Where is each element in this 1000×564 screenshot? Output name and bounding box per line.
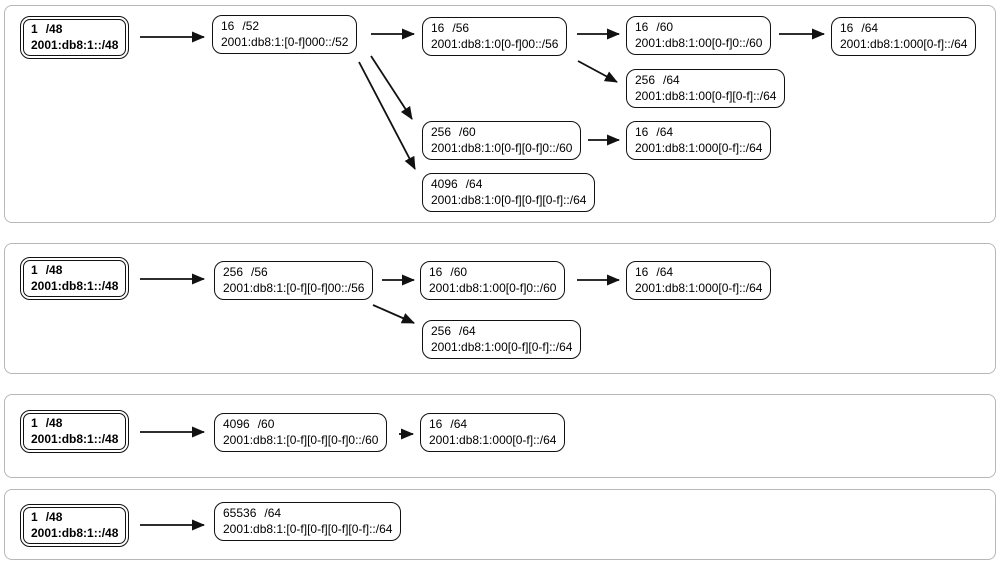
subnet-count: 1 — [31, 416, 38, 430]
prefix-length: /48 — [45, 22, 63, 36]
subnet-count: 256 — [635, 73, 656, 87]
subnet-prefix: 2001:db8:1:000[0-f]::/64 — [429, 433, 557, 447]
subnet-prefix: 2001:db8:1::/48 — [31, 38, 119, 52]
subnet-prefix: 2001:db8:1::/48 — [31, 432, 119, 446]
subnet-node-16-64: 16/64 2001:db8:1:000[0-f]::/64 — [626, 261, 772, 300]
subnet-node-4096-64: 4096/64 2001:db8:1:0[0-f][0-f][0-f]::/64 — [422, 173, 596, 212]
panel-subnet-plan-4 — [4, 489, 996, 560]
subnet-node-root-48: 1/48 2001:db8:1::/48 — [20, 410, 130, 453]
subnet-count: 1 — [31, 510, 38, 524]
subnet-node-256-60: 256/60 2001:db8:1:0[0-f][0-f]0::/60 — [422, 121, 582, 160]
subnet-prefix: 2001:db8:1::/48 — [31, 279, 119, 293]
prefix-length: /48 — [45, 416, 63, 430]
subnet-node-16-60: 16/60 2001:db8:1:00[0-f]0::/60 — [626, 16, 772, 55]
subnet-count: 256 — [223, 265, 244, 279]
prefix-length: /60 — [450, 265, 468, 279]
prefix-length: /64 — [663, 73, 680, 87]
subnet-node-65536-64: 65536/64 2001:db8:1:[0-f][0-f][0-f][0-f]… — [214, 502, 402, 541]
subnet-node-root-48: 1/48 2001:db8:1::/48 — [20, 16, 130, 59]
prefix-length: /60 — [257, 417, 275, 431]
subnet-count: 16 — [431, 21, 445, 35]
subnet-prefix: 2001:db8:1:00[0-f]0::/60 — [635, 36, 763, 50]
prefix-length: /64 — [264, 506, 282, 520]
subnet-node-root-48: 1/48 2001:db8:1::/48 — [20, 257, 130, 300]
subnet-node-16-56: 16/56 2001:db8:1:0[0-f]00::/56 — [422, 17, 568, 56]
subnet-prefix: 2001:db8:1:[0-f]000::/52 — [221, 35, 349, 49]
subnet-node-16-60: 16/60 2001:db8:1:00[0-f]0::/60 — [420, 261, 566, 300]
prefix-length: /52 — [242, 19, 260, 33]
subnet-prefix: 2001:db8:1:[0-f][0-f]00::/56 — [223, 281, 365, 295]
subnet-node-16-64: 16/64 2001:db8:1:000[0-f]::/64 — [831, 17, 977, 56]
subnet-count: 16 — [635, 125, 649, 139]
prefix-length: /48 — [45, 263, 63, 277]
subnet-prefix: 2001:db8:1:000[0-f]::/64 — [635, 281, 763, 295]
subnet-prefix: 2001:db8:1:[0-f][0-f][0-f][0-f]::/64 — [223, 522, 393, 536]
prefix-length: /64 — [656, 125, 674, 139]
prefix-length: /64 — [465, 177, 483, 191]
subnet-prefix: 2001:db8:1:0[0-f]00::/56 — [431, 37, 559, 51]
prefix-length: /60 — [459, 125, 476, 139]
prefix-length: /64 — [656, 265, 674, 279]
subnet-node-16-64-b: 16/64 2001:db8:1:000[0-f]::/64 — [626, 121, 772, 160]
subnet-count: 1 — [31, 263, 38, 277]
subnet-node-256-56: 256/56 2001:db8:1:[0-f][0-f]00::/56 — [214, 261, 374, 300]
subnet-count: 256 — [431, 125, 452, 139]
prefix-length: /56 — [452, 21, 470, 35]
subnet-count: 16 — [635, 20, 649, 34]
subnet-count: 65536 — [223, 506, 257, 520]
subnet-prefix: 2001:db8:1:0[0-f][0-f]0::/60 — [431, 141, 573, 155]
subnet-prefix: 2001:db8:1:000[0-f]::/64 — [840, 37, 968, 51]
subnet-node-4096-60: 4096/60 2001:db8:1:[0-f][0-f][0-f]0::/60 — [214, 413, 388, 452]
subnet-count: 4096 — [223, 417, 250, 431]
subnet-node-16-64: 16/64 2001:db8:1:000[0-f]::/64 — [420, 413, 566, 452]
subnet-prefix: 2001:db8:1::/48 — [31, 526, 119, 540]
subnet-prefix: 2001:db8:1:00[0-f][0-f]::/64 — [431, 340, 573, 354]
subnet-node-256-64: 256/64 2001:db8:1:00[0-f][0-f]::/64 — [626, 69, 786, 108]
subnet-prefix: 2001:db8:1:0[0-f][0-f][0-f]::/64 — [431, 193, 587, 207]
prefix-length: /56 — [251, 265, 268, 279]
subnet-count: 4096 — [431, 177, 458, 191]
subnet-count: 1 — [31, 22, 38, 36]
prefix-length: /64 — [459, 324, 476, 338]
subnet-prefix: 2001:db8:1:[0-f][0-f][0-f]0::/60 — [223, 433, 379, 447]
subnet-node-16-52: 16/52 2001:db8:1:[0-f]000::/52 — [212, 15, 358, 54]
prefix-length: /48 — [45, 510, 63, 524]
subnet-node-root-48: 1/48 2001:db8:1::/48 — [20, 504, 130, 547]
subnet-count: 16 — [635, 265, 649, 279]
subnet-count: 16 — [429, 417, 443, 431]
subnet-prefix: 2001:db8:1:00[0-f][0-f]::/64 — [635, 89, 777, 103]
subnet-node-256-64: 256/64 2001:db8:1:00[0-f][0-f]::/64 — [422, 320, 582, 359]
prefix-length: /64 — [861, 21, 879, 35]
subnet-count: 16 — [429, 265, 443, 279]
prefix-length: /60 — [656, 20, 674, 34]
subnet-count: 16 — [221, 19, 235, 33]
subnet-prefix: 2001:db8:1:000[0-f]::/64 — [635, 141, 763, 155]
subnet-count: 256 — [431, 324, 452, 338]
subnet-prefix: 2001:db8:1:00[0-f]0::/60 — [429, 281, 557, 295]
subnet-count: 16 — [840, 21, 854, 35]
prefix-length: /64 — [450, 417, 468, 431]
